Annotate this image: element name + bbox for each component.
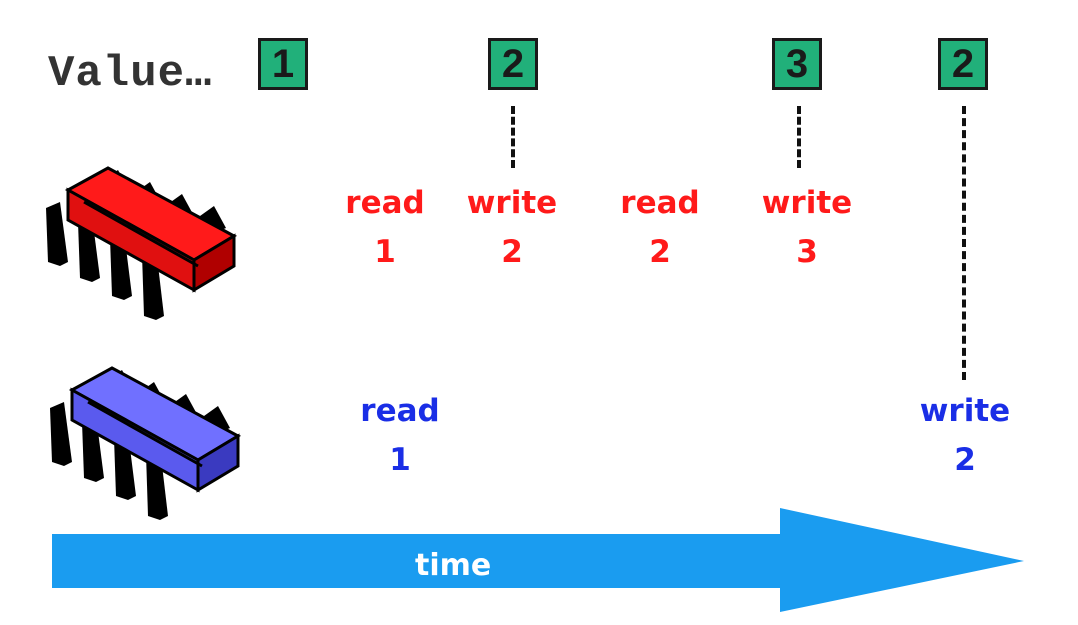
op-name: write	[761, 185, 853, 221]
blue-op-write-2: write 2	[905, 396, 1025, 476]
red-op-read-2: read 2	[600, 188, 720, 268]
op-value: 3	[796, 234, 818, 270]
op-name: write	[919, 393, 1011, 429]
op-value: 2	[954, 442, 976, 478]
op-name: write	[466, 185, 558, 221]
dashed-connector-3	[797, 106, 801, 168]
op-value: 1	[374, 234, 396, 270]
op-value: 2	[649, 234, 671, 270]
red-chip-icon	[46, 166, 238, 320]
red-op-write-2: write 2	[452, 188, 572, 268]
blue-chip-icon	[50, 366, 242, 520]
value-box-1: 1	[258, 38, 308, 90]
value-label: Value…	[48, 49, 213, 99]
value-box-2: 2	[488, 38, 538, 90]
op-name: read	[345, 185, 425, 221]
value-box-4: 2	[938, 38, 988, 90]
dashed-connector-4	[962, 106, 966, 380]
op-value: 1	[389, 442, 411, 478]
time-label: time	[415, 548, 492, 583]
red-op-read-1: read 1	[325, 188, 445, 268]
value-box-3: 3	[772, 38, 822, 90]
op-value: 2	[501, 234, 523, 270]
blue-op-read-1: read 1	[340, 396, 460, 476]
red-op-write-3: write 3	[747, 188, 867, 268]
op-name: read	[360, 393, 440, 429]
op-name: read	[620, 185, 700, 221]
dashed-connector-2	[511, 106, 515, 168]
